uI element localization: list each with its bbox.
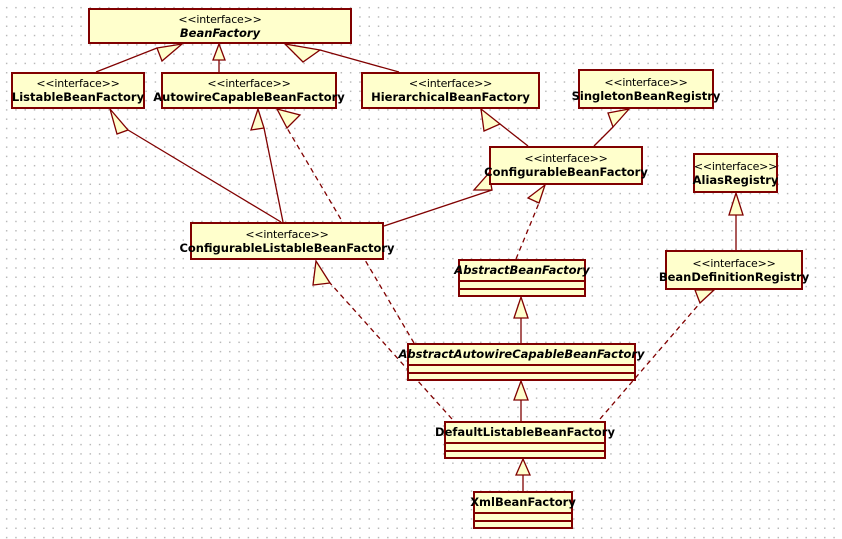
class-name-label: AbstractBeanFactory — [454, 263, 590, 277]
class-name-label: BeanFactory — [179, 26, 261, 40]
class-node-configurablebeanfactory[interactable]: <<interface>>ConfigurableBeanFactory — [484, 146, 648, 185]
class-name-label: XmlBeanFactory — [470, 495, 576, 509]
operations-compartment — [409, 371, 634, 379]
class-name-label: SingletonBeanRegistry — [571, 88, 721, 103]
class-node-xmlbeanfactory[interactable]: XmlBeanFactory — [470, 491, 576, 529]
class-name-label: DefaultListableBeanFactory — [435, 425, 615, 439]
stereotype-label: <<interface>> — [207, 77, 291, 90]
class-name-label: ConfigurableBeanFactory — [484, 165, 648, 179]
operations-compartment — [446, 449, 604, 457]
class-node-beandefinitionregistry[interactable]: <<interface>>BeanDefinitionRegistry — [659, 250, 809, 290]
class-node-autowirecapablebeanfactory[interactable]: <<interface>>AutowireCapableBeanFactory — [153, 72, 345, 109]
attributes-compartment — [409, 364, 634, 372]
stereotype-label: <<interface>> — [604, 75, 688, 89]
stereotype-label: <<interface>> — [245, 227, 329, 241]
edge-autowirecapablebeanfactory-beanfactory — [212, 42, 226, 72]
class-node-header: <<interface>>AliasRegistry — [692, 155, 779, 191]
attributes-compartment — [460, 280, 584, 288]
operations-compartment — [475, 519, 571, 527]
class-name-label: AbstractAutowireCapableBeanFactory — [398, 347, 645, 361]
class-node-header: <<interface>>SingletonBeanRegistry — [572, 71, 721, 107]
class-node-abstractautowirecapablebeanfactory[interactable]: AbstractAutowireCapableBeanFactory — [398, 343, 645, 381]
class-node-header: <<interface>>ConfigurableListableBeanFac… — [179, 224, 394, 258]
class-node-aliasregistry[interactable]: <<interface>>AliasRegistry — [693, 153, 778, 193]
operations-compartment — [460, 287, 584, 295]
edge-abstractautowirecapablebeanfactory-abstractbeanfactory — [513, 294, 529, 343]
class-node-header: DefaultListableBeanFactory — [435, 423, 615, 442]
class-node-listablebeanfactory[interactable]: <<interface>>ListableBeanFactory — [11, 72, 145, 109]
edge-configurablelistablebeanfactory-autowirecapablebeanfactory — [250, 106, 284, 223]
class-node-header: <<interface>>AutowireCapableBeanFactory — [153, 74, 345, 107]
class-node-header: <<interface>>BeanFactory — [90, 10, 350, 43]
edge-configurablelistablebeanfactory-configurablebeanfactory — [383, 171, 493, 227]
class-node-singletonbeanregistry[interactable]: <<interface>>SingletonBeanRegistry — [572, 69, 721, 109]
edge-defaultlistablebeanfactory-abstractautowirecapablebeanfactory — [513, 379, 529, 421]
stereotype-label: <<interface>> — [524, 152, 608, 165]
class-node-hierarchicalbeanfactory[interactable]: <<interface>>HierarchicalBeanFactory — [361, 72, 540, 109]
class-node-header: <<interface>>ListableBeanFactory — [11, 74, 145, 107]
class-node-beanfactory[interactable]: <<interface>>BeanFactory — [88, 8, 352, 44]
edge-hierarchicalbeanfactory-beanfactory — [283, 43, 400, 73]
stereotype-label: <<interface>> — [692, 256, 776, 270]
class-node-header: AbstractAutowireCapableBeanFactory — [398, 345, 644, 364]
class-node-abstractbeanfactory[interactable]: AbstractBeanFactory — [454, 259, 590, 297]
class-name-label: BeanDefinitionRegistry — [658, 269, 810, 284]
stereotype-label: <<interface>> — [178, 13, 262, 26]
class-node-configurablelistablebeanfactory[interactable]: <<interface>>ConfigurableListableBeanFac… — [179, 222, 395, 260]
edge-configurablebeanfactory-singletonbeanregistry — [593, 108, 631, 147]
class-name-label: AutowireCapableBeanFactory — [153, 90, 345, 104]
edge-beandefinitionregistry-aliasregistry — [728, 190, 744, 250]
class-node-header: XmlBeanFactory — [470, 493, 576, 512]
edge-defaultlistablebeanfactory-configurablelistablebeanfactory — [312, 259, 453, 420]
edge-abstractbeanfactory-configurablebeanfactory — [515, 183, 547, 260]
stereotype-label: <<interface>> — [408, 77, 493, 90]
class-node-header: <<interface>>ConfigurableBeanFactory — [484, 148, 648, 183]
edge-xmlbeanfactory-defaultlistablebeanfactory — [515, 457, 531, 491]
edge-configurablelistablebeanfactory-listablebeanfactory — [109, 108, 282, 223]
class-name-label: AliasRegistry — [692, 172, 779, 187]
class-node-header: <<interface>>BeanDefinitionRegistry — [659, 252, 809, 288]
class-name-label: HierarchicalBeanFactory — [371, 90, 530, 104]
attributes-compartment — [475, 512, 571, 520]
attributes-compartment — [446, 442, 604, 450]
stereotype-label: <<interface>> — [36, 77, 120, 90]
edge-listablebeanfactory-beanfactory — [95, 42, 185, 73]
class-name-label: ListableBeanFactory — [11, 90, 145, 104]
stereotype-label: <<interface>> — [693, 159, 778, 173]
class-name-label: ConfigurableListableBeanFactory — [179, 240, 395, 255]
class-node-defaultlistablebeanfactory[interactable]: DefaultListableBeanFactory — [435, 421, 615, 459]
class-node-header: <<interface>>HierarchicalBeanFactory — [363, 74, 538, 107]
edge-configurablebeanfactory-hierarchicalbeanfactory — [480, 107, 529, 147]
class-node-header: AbstractBeanFactory — [454, 261, 589, 280]
